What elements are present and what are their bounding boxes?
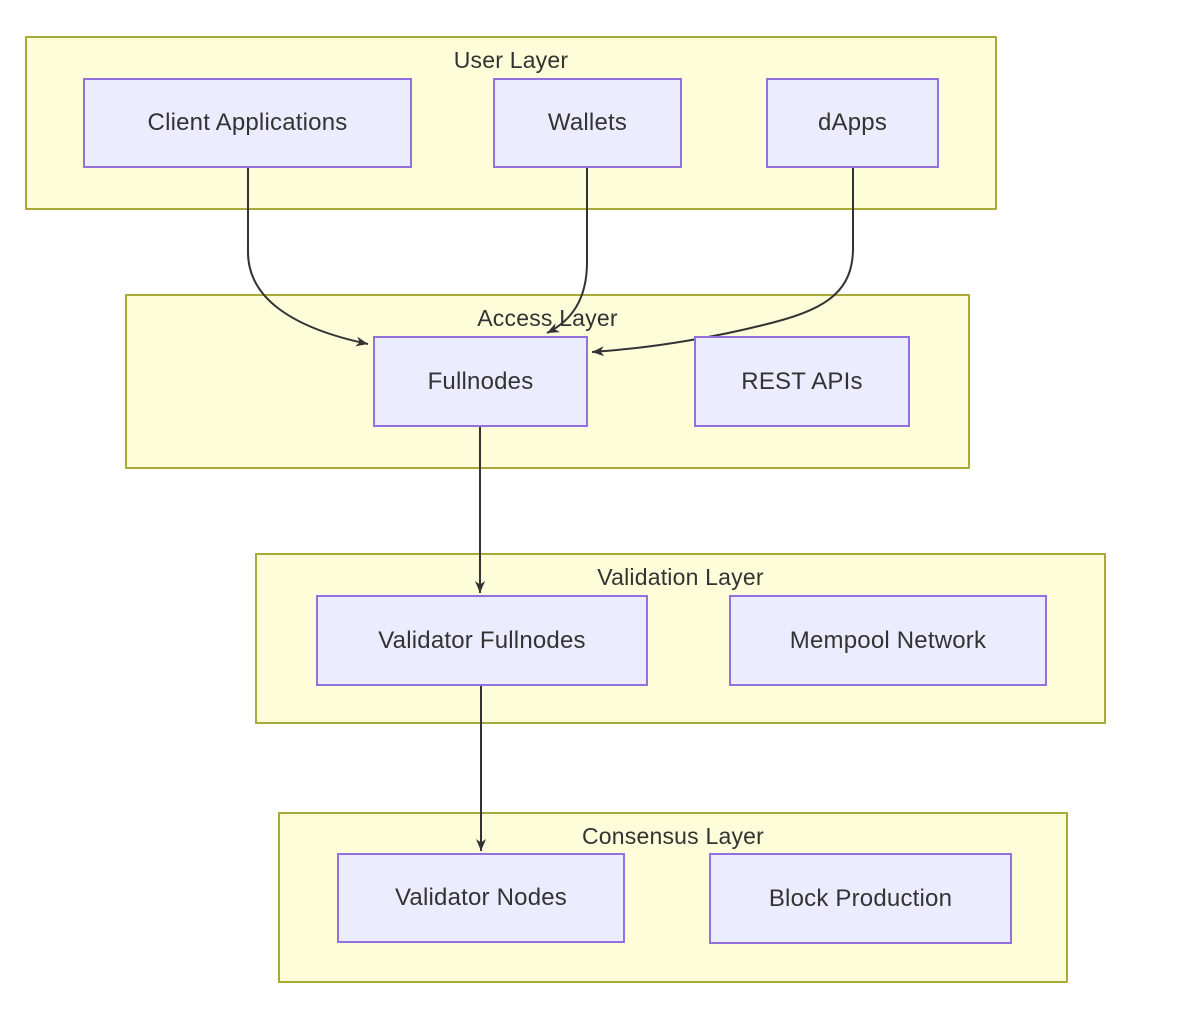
node-client-applications-label: Client Applications bbox=[147, 109, 348, 136]
node-mempool-network-label: Mempool Network bbox=[789, 626, 987, 654]
layer-access-title: Access Layer bbox=[477, 305, 618, 331]
node-mempool-network: Mempool Network bbox=[729, 595, 1047, 686]
node-client-applications: Client Applications bbox=[83, 78, 412, 168]
node-validator-nodes-label: Validator Nodes bbox=[395, 884, 567, 911]
node-dapps-label: dApps bbox=[817, 109, 888, 136]
node-validator-nodes: Validator Nodes bbox=[337, 853, 625, 943]
node-dapps: dApps bbox=[766, 78, 939, 168]
node-block-production: Block Production bbox=[709, 853, 1012, 944]
node-wallets: Wallets bbox=[493, 78, 682, 168]
layer-validation-title: Validation Layer bbox=[597, 564, 764, 590]
layer-consensus-title: Consensus Layer bbox=[582, 823, 764, 849]
node-rest-apis-label: REST APIs bbox=[741, 367, 863, 395]
layer-user-title: User Layer bbox=[453, 47, 569, 73]
node-block-production-label: Block Production bbox=[768, 884, 953, 912]
node-validator-fullnodes: Validator Fullnodes bbox=[316, 595, 648, 686]
node-validator-fullnodes-label: Validator Fullnodes bbox=[378, 626, 586, 654]
node-fullnodes: Fullnodes bbox=[373, 336, 588, 427]
node-wallets-label: Wallets bbox=[547, 109, 628, 136]
node-fullnodes-label: Fullnodes bbox=[427, 367, 534, 395]
node-rest-apis: REST APIs bbox=[694, 336, 910, 427]
